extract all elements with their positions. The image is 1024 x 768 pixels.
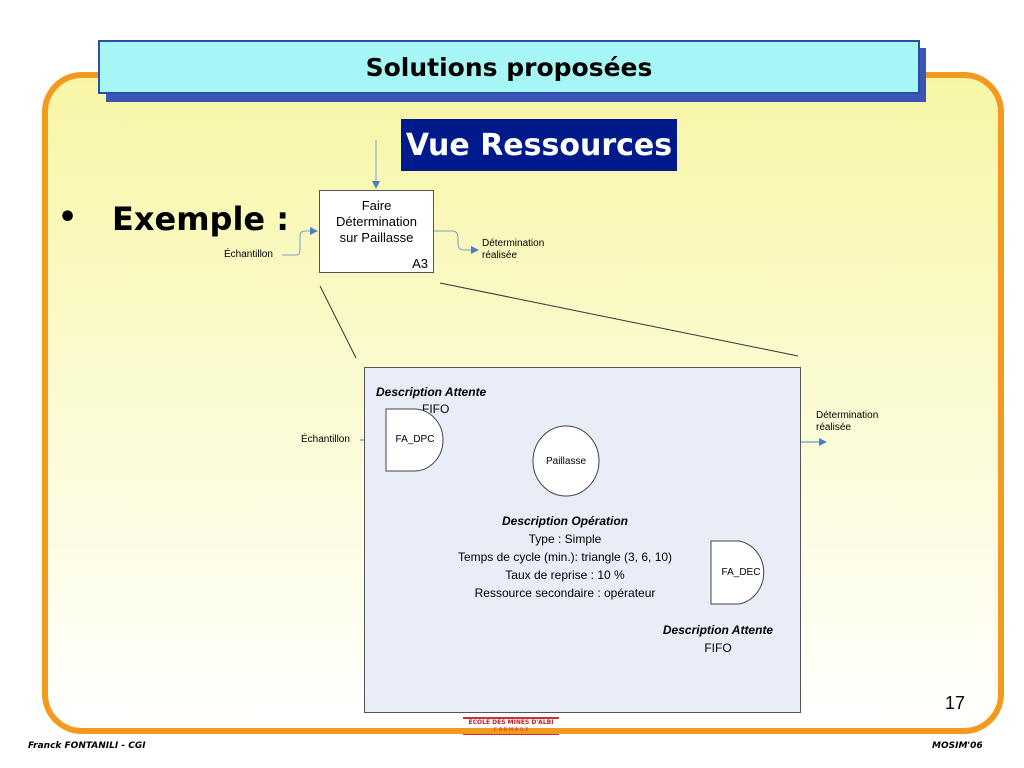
footer-left: Franck FONTANILI - CGI <box>28 741 146 751</box>
operation-rework: Taux de reprise : 10 % <box>505 568 625 582</box>
queue1-shape <box>385 408 444 472</box>
queue2-shape <box>710 540 765 605</box>
activity-input-label: Échantillon <box>224 249 273 260</box>
zoom-line-left <box>319 285 357 359</box>
activity-ref: A3 <box>412 256 428 271</box>
activity-output-line2: réalisée <box>482 250 518 261</box>
output-label: Détermination réalisée <box>816 410 878 434</box>
activity-output-arrow <box>434 230 479 254</box>
activity-label: Faire Détermination sur Paillasse <box>320 198 433 246</box>
queue1-label: FA_DPC <box>395 433 435 445</box>
example-heading: Exemple : <box>112 200 290 238</box>
queue2-label: FA_DEC <box>721 566 761 578</box>
activity-output-line1: Détermination <box>482 238 545 249</box>
activity-box: Faire Détermination sur Paillasse A3 <box>319 190 434 273</box>
subtitle-box: Vue Ressources <box>401 119 677 171</box>
logo-text: ECOLE DES MINES D'ALBI <box>463 717 559 727</box>
resource-label: Paillasse <box>545 455 587 467</box>
activity-input-arrow <box>282 227 318 256</box>
input-label: Échantillon <box>301 434 350 445</box>
activity-line1: Faire <box>361 198 392 213</box>
subtitle: Vue Ressources <box>405 127 673 163</box>
activity-output-label: Détermination réalisée <box>482 238 544 262</box>
operation-type: Type : Simple <box>528 532 602 546</box>
resource-shape <box>532 425 600 497</box>
wait2-title: Description Attente <box>662 623 774 637</box>
operation-title: Description Opération <box>501 514 629 528</box>
operation-secondary: Ressource secondaire : opérateur <box>474 586 656 600</box>
zoom-line-right <box>439 282 799 357</box>
school-logo: ECOLE DES MINES D'ALBI C A R M A U X <box>463 717 559 735</box>
output-line1: Détermination <box>816 410 879 421</box>
slide-title: Solutions proposées <box>365 52 653 82</box>
wait1-value: FIFO <box>422 402 450 416</box>
wait2-value: FIFO <box>704 641 732 655</box>
slide-title-box: Solutions proposées <box>98 40 920 94</box>
operation-description: Description Opération Type : Simple Temp… <box>430 512 700 602</box>
wait1-title: Description Attente <box>376 385 487 399</box>
bullet-point: • <box>58 200 78 235</box>
footer-right: MOSIM'06 <box>932 741 983 751</box>
page-number: 17 <box>945 693 966 713</box>
wait2-description: Description Attente FIFO <box>650 621 786 657</box>
activity-line2: Détermination <box>336 214 417 229</box>
operation-cycle: Temps de cycle (min.): triangle (3, 6, 1… <box>457 550 673 564</box>
output-line2: réalisée <box>816 422 852 433</box>
activity-line3: sur Paillasse <box>339 230 414 245</box>
logo-subtext: C A R M A U X <box>463 727 559 735</box>
